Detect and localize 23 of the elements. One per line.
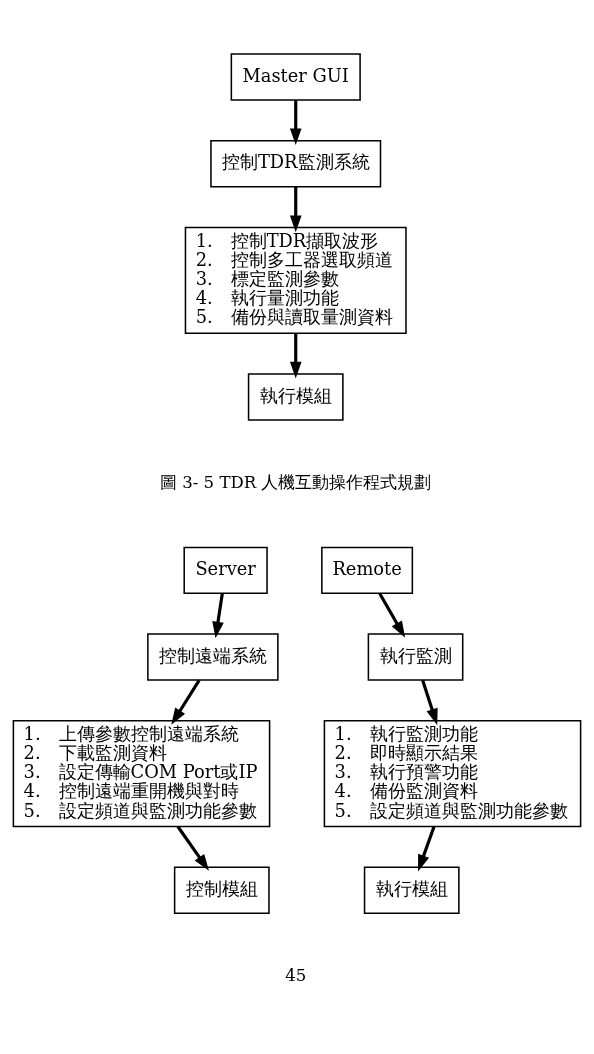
arrow <box>421 679 438 726</box>
node-box: 控制遠端系統 <box>147 633 279 681</box>
arrow <box>171 679 201 725</box>
label: 45 <box>285 966 307 986</box>
arrow <box>212 593 224 639</box>
node-box: Remote <box>321 546 414 595</box>
node-box: 執行監測 <box>367 633 464 681</box>
arrow <box>176 825 209 871</box>
arrow <box>418 826 436 872</box>
node-box: Server <box>183 546 268 595</box>
node-box: 1. 控制TDR擷取波形 2. 控制多工器選取頻道 3. 標定監測參數 4. 執行量測功能 5. 備份與讀取量測資料 <box>184 226 407 334</box>
arrow <box>289 333 302 379</box>
label: 圖 3- 5 TDR 人機互動操作程式規劃 <box>159 473 432 492</box>
arrow <box>289 187 302 233</box>
node-box: 控制模組 <box>173 866 270 914</box>
arrow <box>378 592 406 638</box>
arrow <box>289 100 302 146</box>
node-box: 執行模組 <box>247 373 344 421</box>
node-box: Master GUI <box>230 53 361 101</box>
node-box: 1. 執行監測功能 2. 即時顯示結果 3. 執行預警功能 4. 備份監測資料 5. 設定頻道與監測功能參數 <box>323 720 582 828</box>
node-box: 執行模組 <box>363 866 460 914</box>
node-box: 1. 上傳參數控制遠端系統 2. 下載監測資料 3. 設定傳輸COM Port或IP 4. 控制遠端重開機與對時 5. 設定頻道與監測功能參數 <box>12 720 271 828</box>
node-box: 控制TDR監測系統 <box>210 140 382 188</box>
